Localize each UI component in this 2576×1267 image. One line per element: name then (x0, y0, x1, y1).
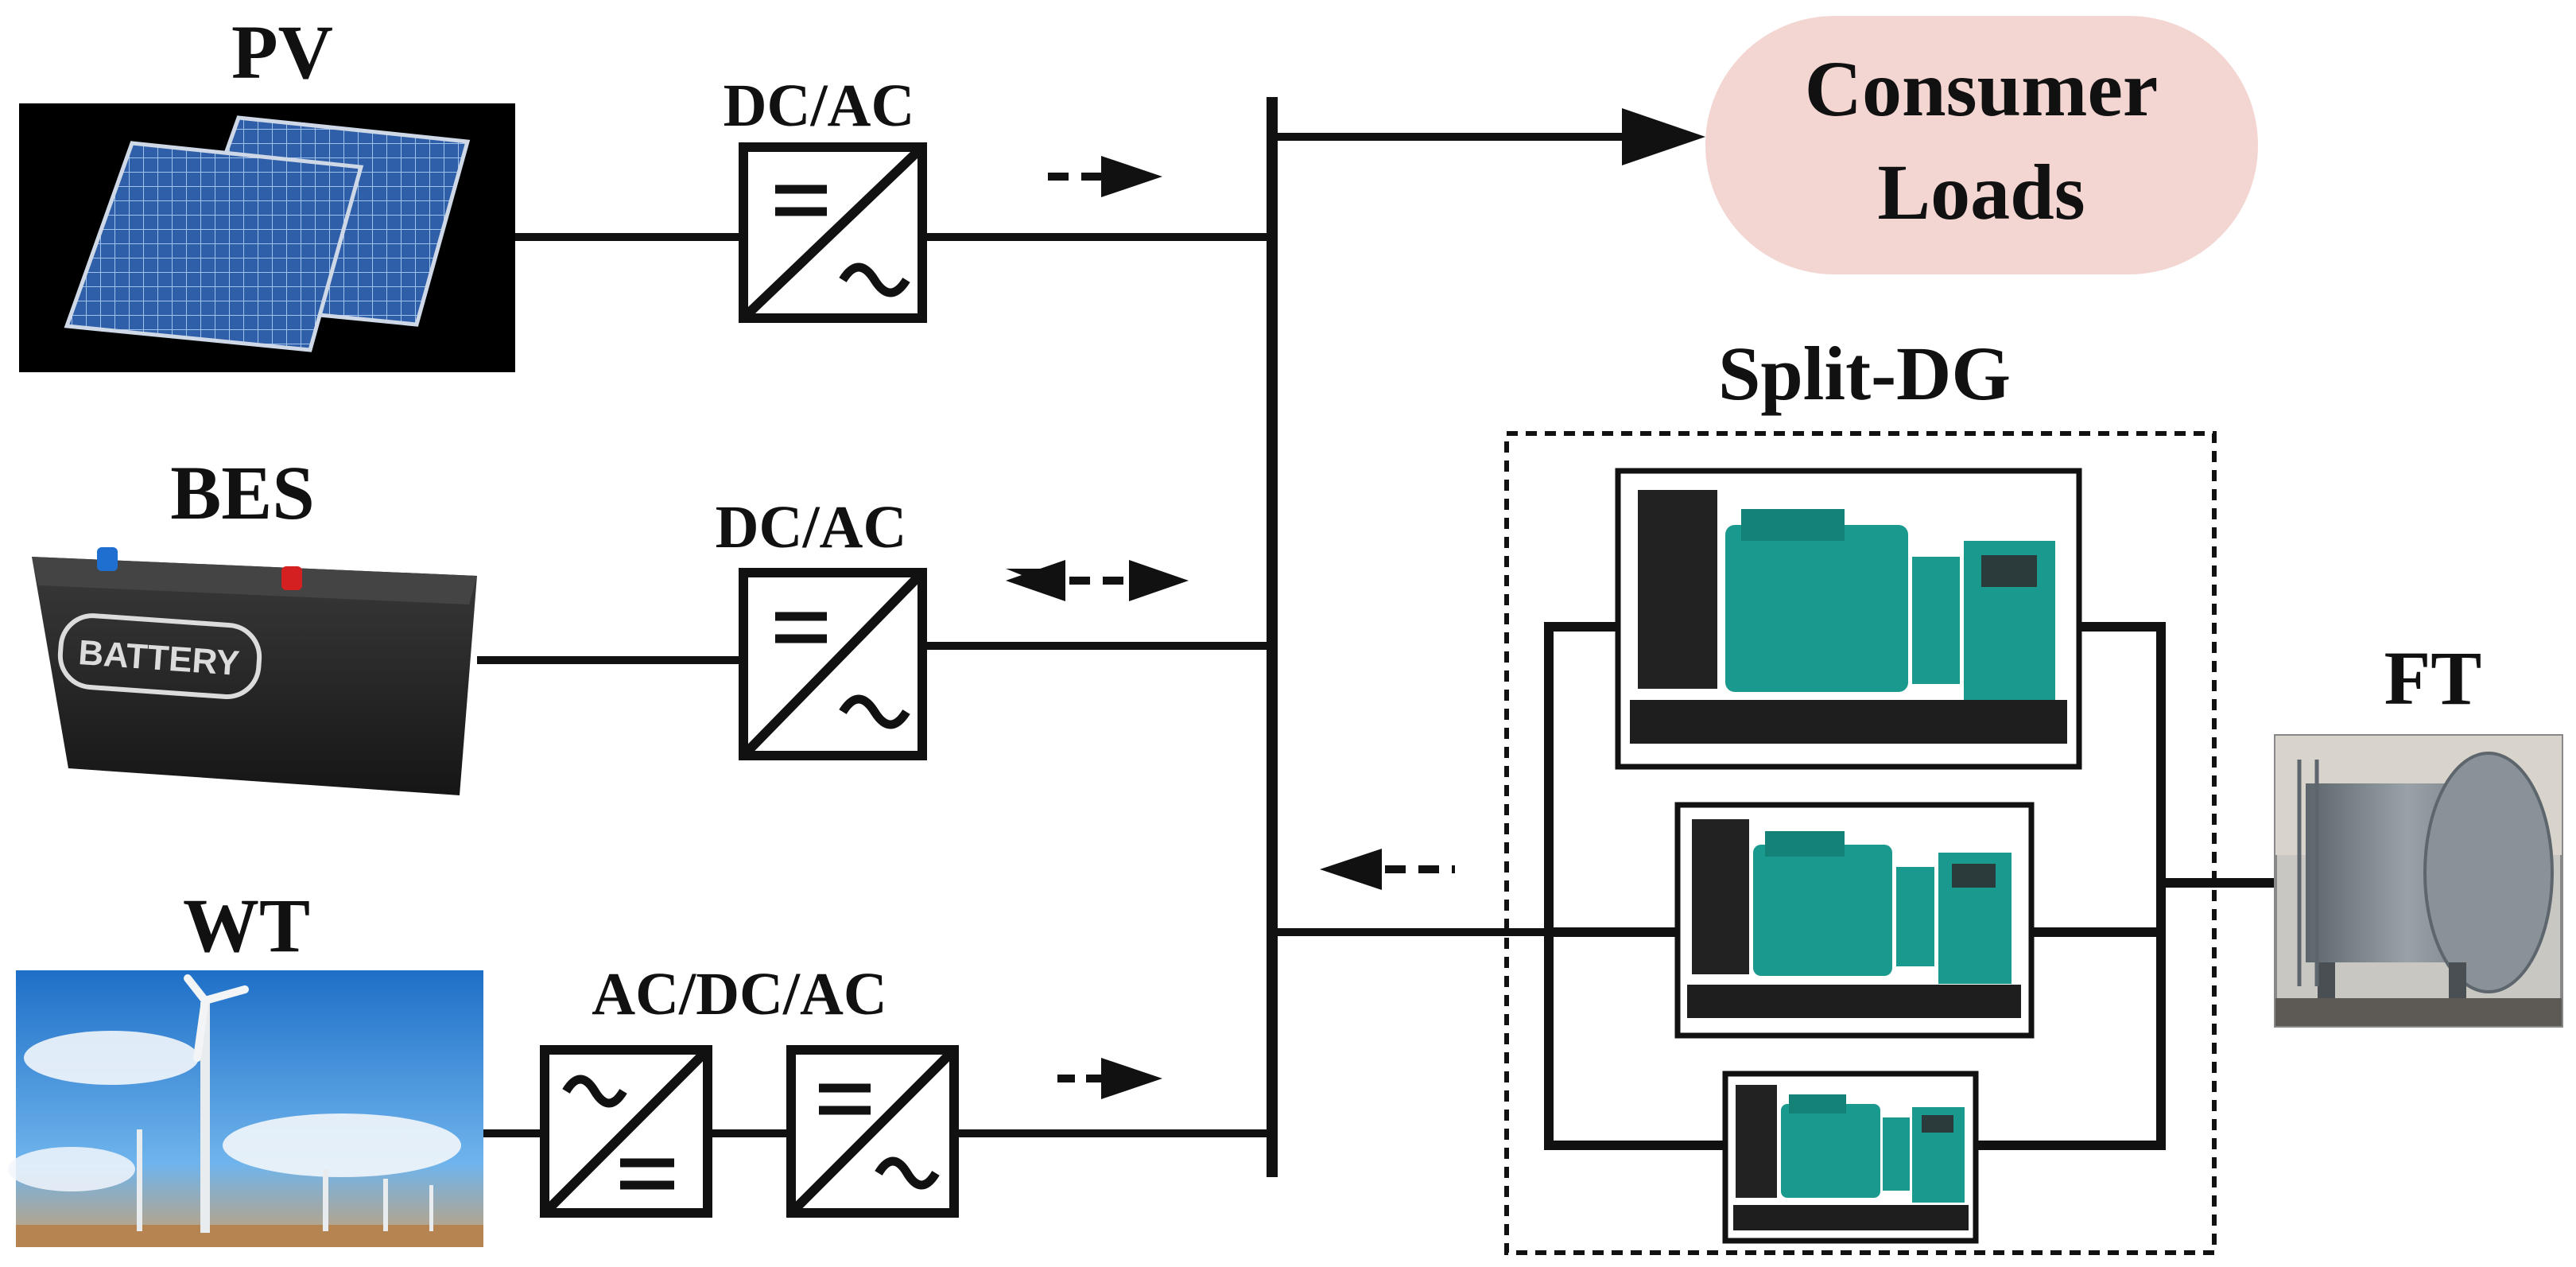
split-dg-flow-arrow (1320, 849, 1455, 890)
wt-dcac-converter (786, 1045, 959, 1218)
ft-label: FT (2384, 635, 2482, 721)
consumer-load-arrow-head (1622, 108, 1705, 165)
split-dg-boundary (1504, 431, 2217, 1255)
consumer-loads-line1: Consumer (1805, 45, 2158, 133)
split-dg-label: Split-DG (1718, 331, 2011, 416)
pv-dcac-converter (739, 142, 927, 323)
consumer-loads-node: Consumer Loads (1705, 16, 2258, 274)
wt-acdc-converter (540, 1045, 712, 1218)
positive-terminal (281, 566, 302, 590)
wind-turbine-image (8, 970, 483, 1247)
bes-dcac-converter (739, 568, 927, 760)
battery-image: BATTERY (32, 547, 477, 795)
pv-solar-panel-image (19, 103, 515, 372)
wt-flow-arrow (1057, 1058, 1162, 1099)
split-dg-wiring (1544, 622, 2275, 1150)
fuel-tank-image (2274, 734, 2563, 1028)
bes-label: BES (170, 450, 314, 535)
generator-small (1722, 1071, 1979, 1244)
generator-large (1615, 468, 2082, 770)
wt-label: WT (183, 883, 310, 968)
pv-converter-label: DC/AC (724, 72, 915, 139)
bes-bidirectional-flow-arrow (1006, 560, 1189, 601)
bes-converter-label: DC/AC (716, 494, 907, 561)
wt-converter-label: AC/DC/AC (592, 961, 887, 1028)
pv-flow-arrow (1048, 156, 1162, 197)
generator-medium (1674, 802, 2035, 1039)
consumer-loads-line2: Loads (1877, 148, 2085, 236)
negative-terminal (97, 547, 118, 571)
pv-label: PV (231, 10, 333, 95)
